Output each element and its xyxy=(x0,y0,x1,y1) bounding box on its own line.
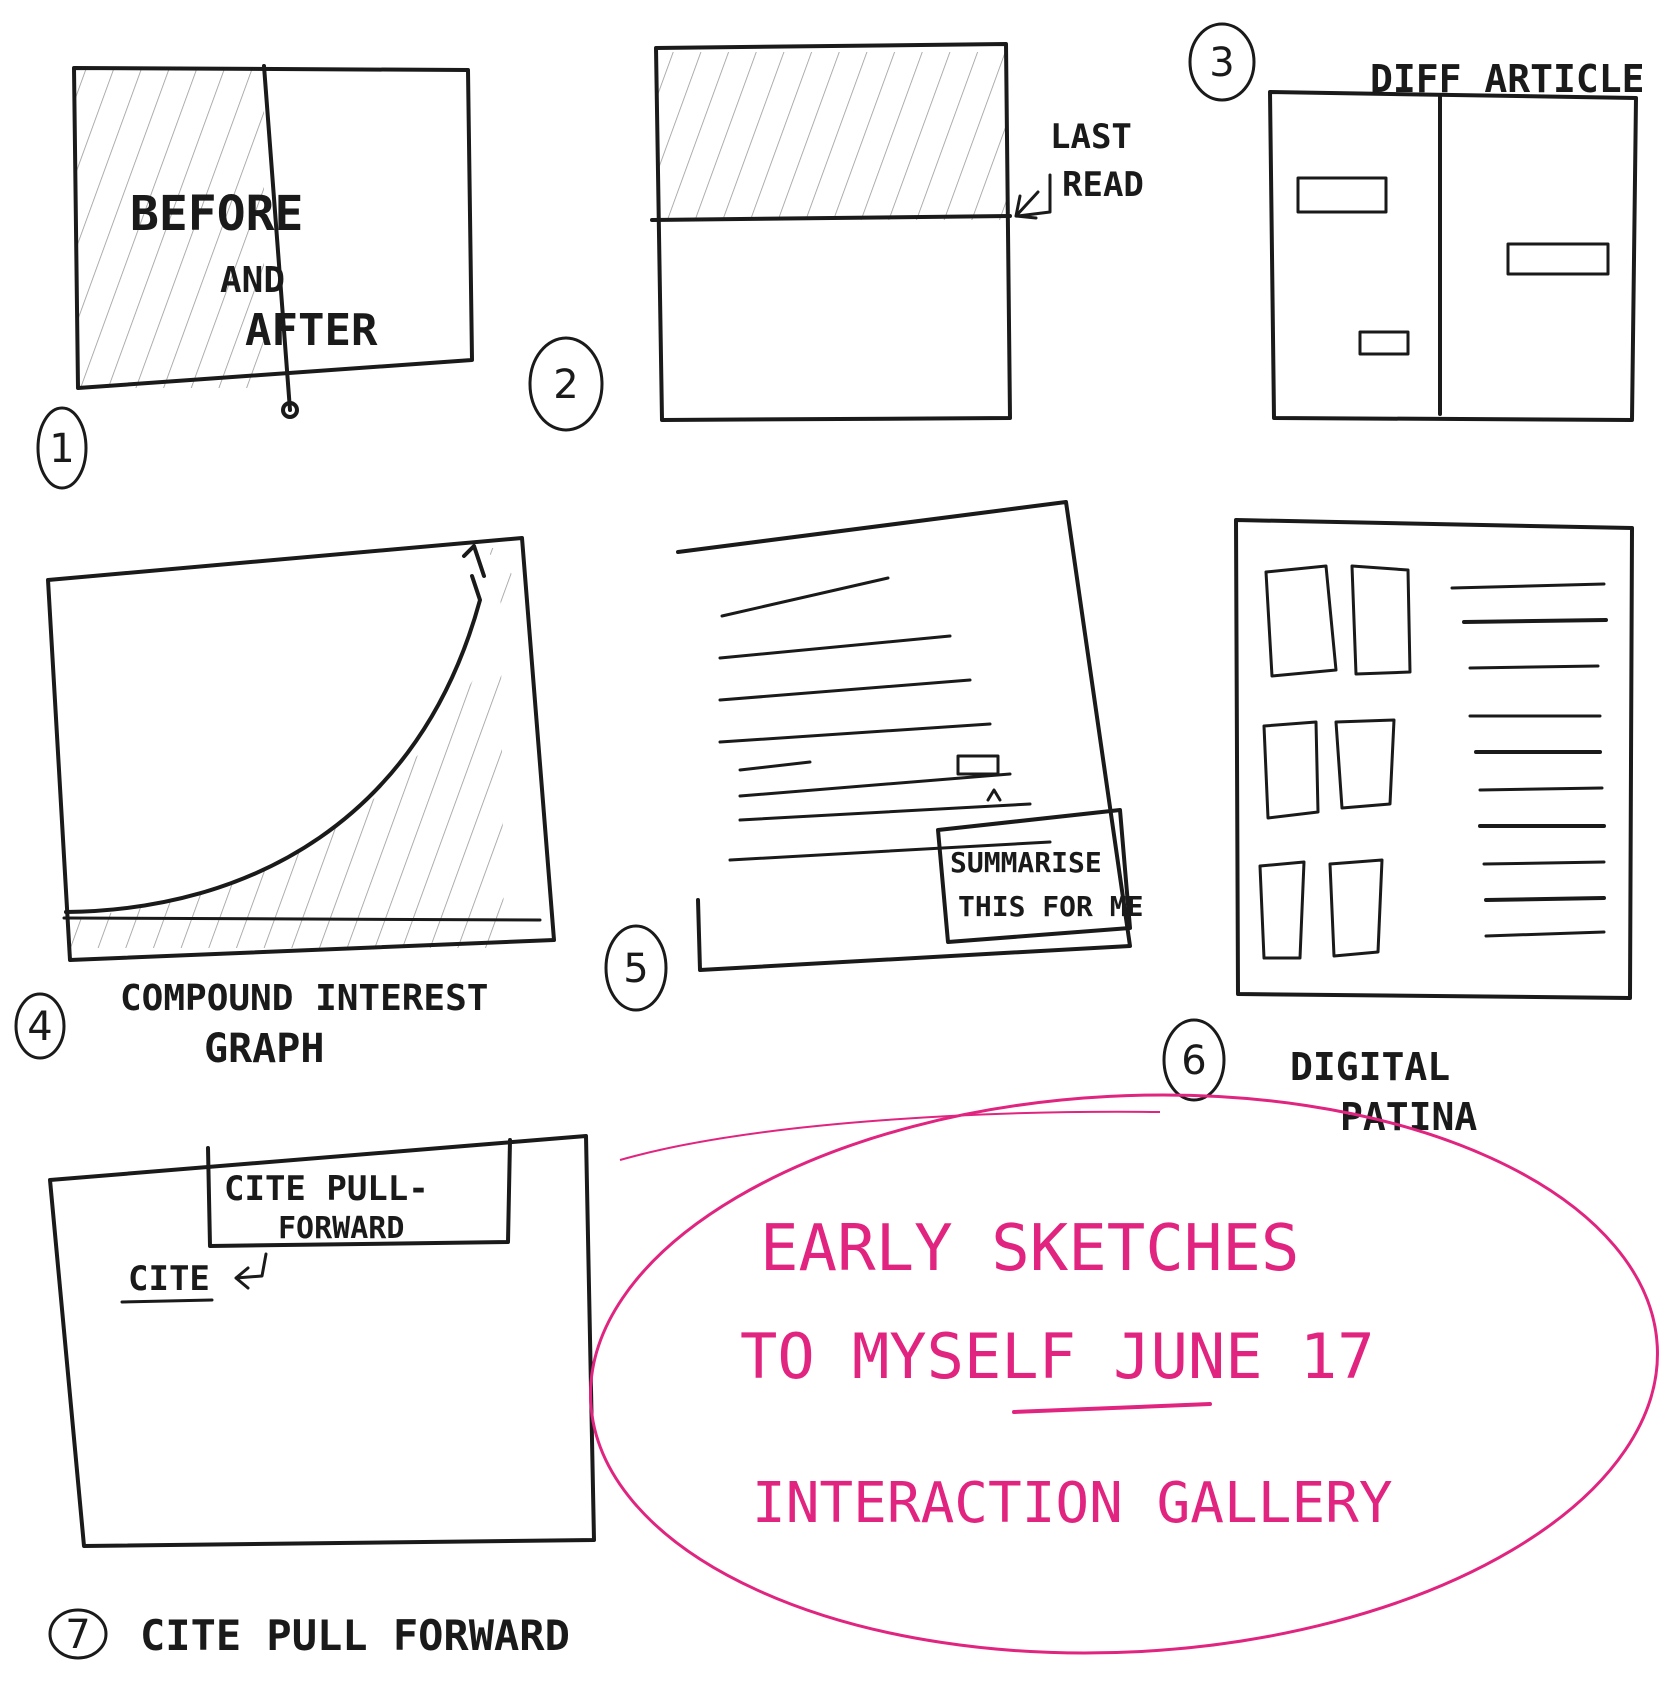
number-7: 7 xyxy=(65,1612,90,1658)
number-badge-5 xyxy=(604,924,668,1012)
number-1: 1 xyxy=(49,426,74,472)
patina-tile xyxy=(1258,860,1306,960)
number-2: 2 xyxy=(553,362,578,408)
diff-block-right xyxy=(1506,242,1610,276)
sketch-compound-interest: COMPOUND INTEREST GRAPH 4 xyxy=(14,536,556,1072)
patina-tile-worn xyxy=(1262,720,1320,820)
patina-tile xyxy=(1264,564,1338,678)
sketch-cite-pull-forward: CITE PULL- FORWARD CITE CITE PULL FORWAR… xyxy=(48,1134,596,1660)
patina-tile-worn xyxy=(1350,564,1412,676)
sketch-last-read: LAST READ 2 xyxy=(528,42,1144,432)
number-badge-3 xyxy=(1188,22,1256,102)
digital-caption: DIGITAL xyxy=(1290,1045,1450,1089)
number-5: 5 xyxy=(623,946,648,992)
number-badge-7 xyxy=(48,1608,108,1660)
patina-tile xyxy=(1328,858,1384,958)
sketch-diff-article: DIFF ARTICLE 3 xyxy=(1188,22,1645,422)
number-6: 6 xyxy=(1181,1038,1206,1084)
note-line-3: INTERACTION GALLERY xyxy=(752,1471,1393,1536)
number-badge-2 xyxy=(528,336,604,432)
summarise-popup[interactable] xyxy=(936,808,1132,944)
diff-block-small xyxy=(1358,330,1410,356)
highlighted-text xyxy=(956,754,1000,776)
summarise-label: SUMMARISE xyxy=(950,846,1102,879)
before-label: BEFORE xyxy=(130,186,303,242)
note-line-2: TO MYSELF JUNE 17 xyxy=(740,1320,1375,1393)
cite-pull-label: CITE PULL- xyxy=(224,1169,429,1209)
number-badge-6 xyxy=(1162,1018,1226,1102)
cite-word[interactable]: CITE xyxy=(128,1259,210,1299)
sketch-digital-patina: DIGITAL PATINA 6 xyxy=(1162,518,1634,1139)
last-label: LAST xyxy=(1050,117,1132,157)
sketch-before-after: BEFORE AND AFTER 1 xyxy=(36,64,474,490)
patina-tile xyxy=(1334,718,1396,810)
forward-label: FORWARD xyxy=(278,1211,404,1246)
read-label: READ xyxy=(1062,165,1144,205)
this-for-me-label: THIS FOR ME xyxy=(958,890,1143,923)
number-4: 4 xyxy=(27,1004,52,1050)
note-line-1: EARLY SKETCHES xyxy=(760,1212,1299,1286)
diff-block-left xyxy=(1296,176,1388,214)
cite-pull-forward-caption: CITE PULL FORWARD xyxy=(140,1611,570,1660)
cite-pull-forward-panel xyxy=(206,1138,512,1248)
number-badge-4 xyxy=(14,992,66,1060)
and-label: AND xyxy=(220,260,285,301)
number-badge-1 xyxy=(36,406,88,490)
after-label: AFTER xyxy=(245,305,378,356)
compound-interest-caption: COMPOUND INTEREST xyxy=(120,978,488,1019)
sketch-summarise: SUMMARISE THIS FOR ME 5 xyxy=(604,500,1143,1012)
graph-caption: GRAPH xyxy=(204,1026,324,1072)
pink-note: EARLY SKETCHES TO MYSELF JUNE 17 INTERAC… xyxy=(589,1093,1659,1655)
number-3: 3 xyxy=(1209,40,1234,86)
